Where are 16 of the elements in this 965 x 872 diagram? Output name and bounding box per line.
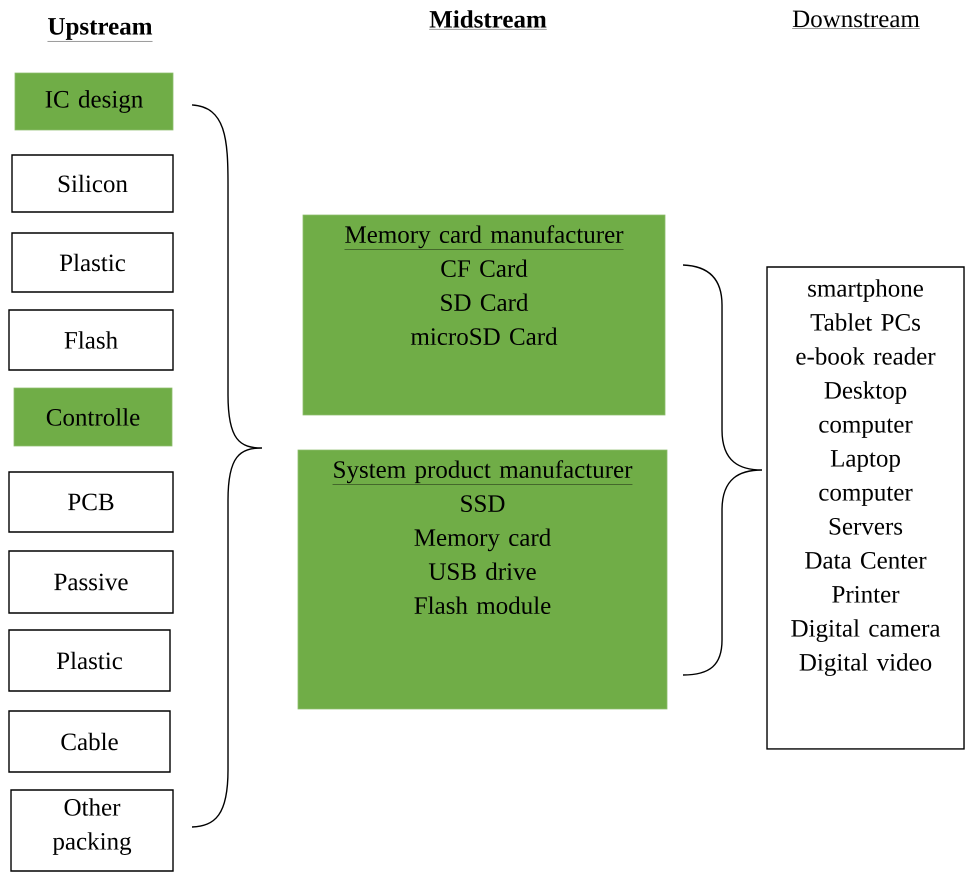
column-heading: Midstream bbox=[429, 10, 547, 30]
material-box: Other packing bbox=[10, 789, 174, 872]
column-heading: Upstream bbox=[47, 18, 153, 42]
process-box: System product manufacturer SSD Memory card USB drive Flash module bbox=[298, 450, 668, 710]
material-box: Silicon bbox=[11, 154, 174, 213]
process-box: IC design bbox=[14, 72, 174, 130]
application-list-box: smartphone Tablet PCs e-book reader Desktop computer Laptop computer Servers Data Center Printer Digital camera Digital video bbox=[766, 266, 965, 750]
material-box: Cable bbox=[8, 710, 171, 773]
material-box: Plastic bbox=[8, 629, 171, 692]
process-box: Controlle bbox=[14, 388, 172, 446]
process-box: Memory card manufacturer CF Card SD Card microSD Card bbox=[302, 214, 666, 416]
material-box: Flash bbox=[8, 309, 174, 371]
material-box: PCB bbox=[8, 471, 174, 533]
material-box: Plastic bbox=[11, 232, 174, 293]
material-box: Passive bbox=[8, 550, 174, 614]
column-heading: Downstream bbox=[792, 10, 920, 29]
